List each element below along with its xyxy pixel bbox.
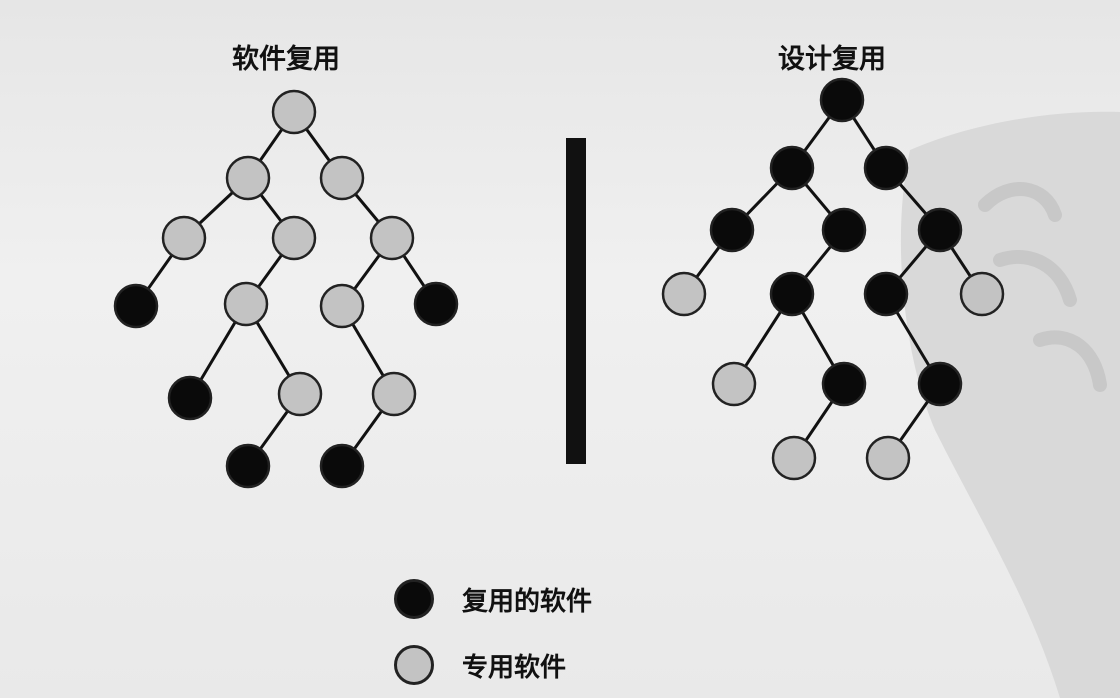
reused-node xyxy=(917,207,963,253)
special-node xyxy=(271,89,317,135)
legend-item-special: 专用软件 xyxy=(394,642,566,688)
legend-item-reused: 复用的软件 xyxy=(394,576,592,622)
special-swatch-icon xyxy=(394,645,434,685)
reused-swatch-icon xyxy=(394,579,434,619)
special-node xyxy=(319,155,365,201)
software-reuse-tree xyxy=(113,89,459,489)
special-node xyxy=(223,281,269,327)
reused-node xyxy=(413,281,459,327)
vertical-divider xyxy=(566,138,586,464)
reused-node xyxy=(167,375,213,421)
special-node xyxy=(369,215,415,261)
reused-node xyxy=(709,207,755,253)
special-node xyxy=(711,361,757,407)
special-node xyxy=(371,371,417,417)
reused-node xyxy=(863,271,909,317)
special-node xyxy=(277,371,323,417)
legend-label: 复用的软件 xyxy=(462,586,593,617)
reused-node xyxy=(819,77,865,123)
design-reuse-title: 设计复用 xyxy=(778,44,886,75)
special-node xyxy=(661,271,707,317)
special-node xyxy=(225,155,271,201)
reused-node xyxy=(113,283,159,329)
reused-node xyxy=(821,207,867,253)
reused-node xyxy=(917,361,963,407)
special-node xyxy=(865,435,911,481)
reused-node xyxy=(225,443,271,489)
special-node xyxy=(161,215,207,261)
reused-node xyxy=(769,271,815,317)
special-node xyxy=(271,215,317,261)
reused-node xyxy=(863,145,909,191)
reused-node xyxy=(821,361,867,407)
legend-label: 专用软件 xyxy=(462,652,567,683)
special-node xyxy=(319,283,365,329)
special-node xyxy=(959,271,1005,317)
software-reuse-title: 软件复用 xyxy=(232,44,340,75)
reused-node xyxy=(319,443,365,489)
special-node xyxy=(771,435,817,481)
reused-node xyxy=(769,145,815,191)
design-reuse-tree xyxy=(661,77,1005,481)
